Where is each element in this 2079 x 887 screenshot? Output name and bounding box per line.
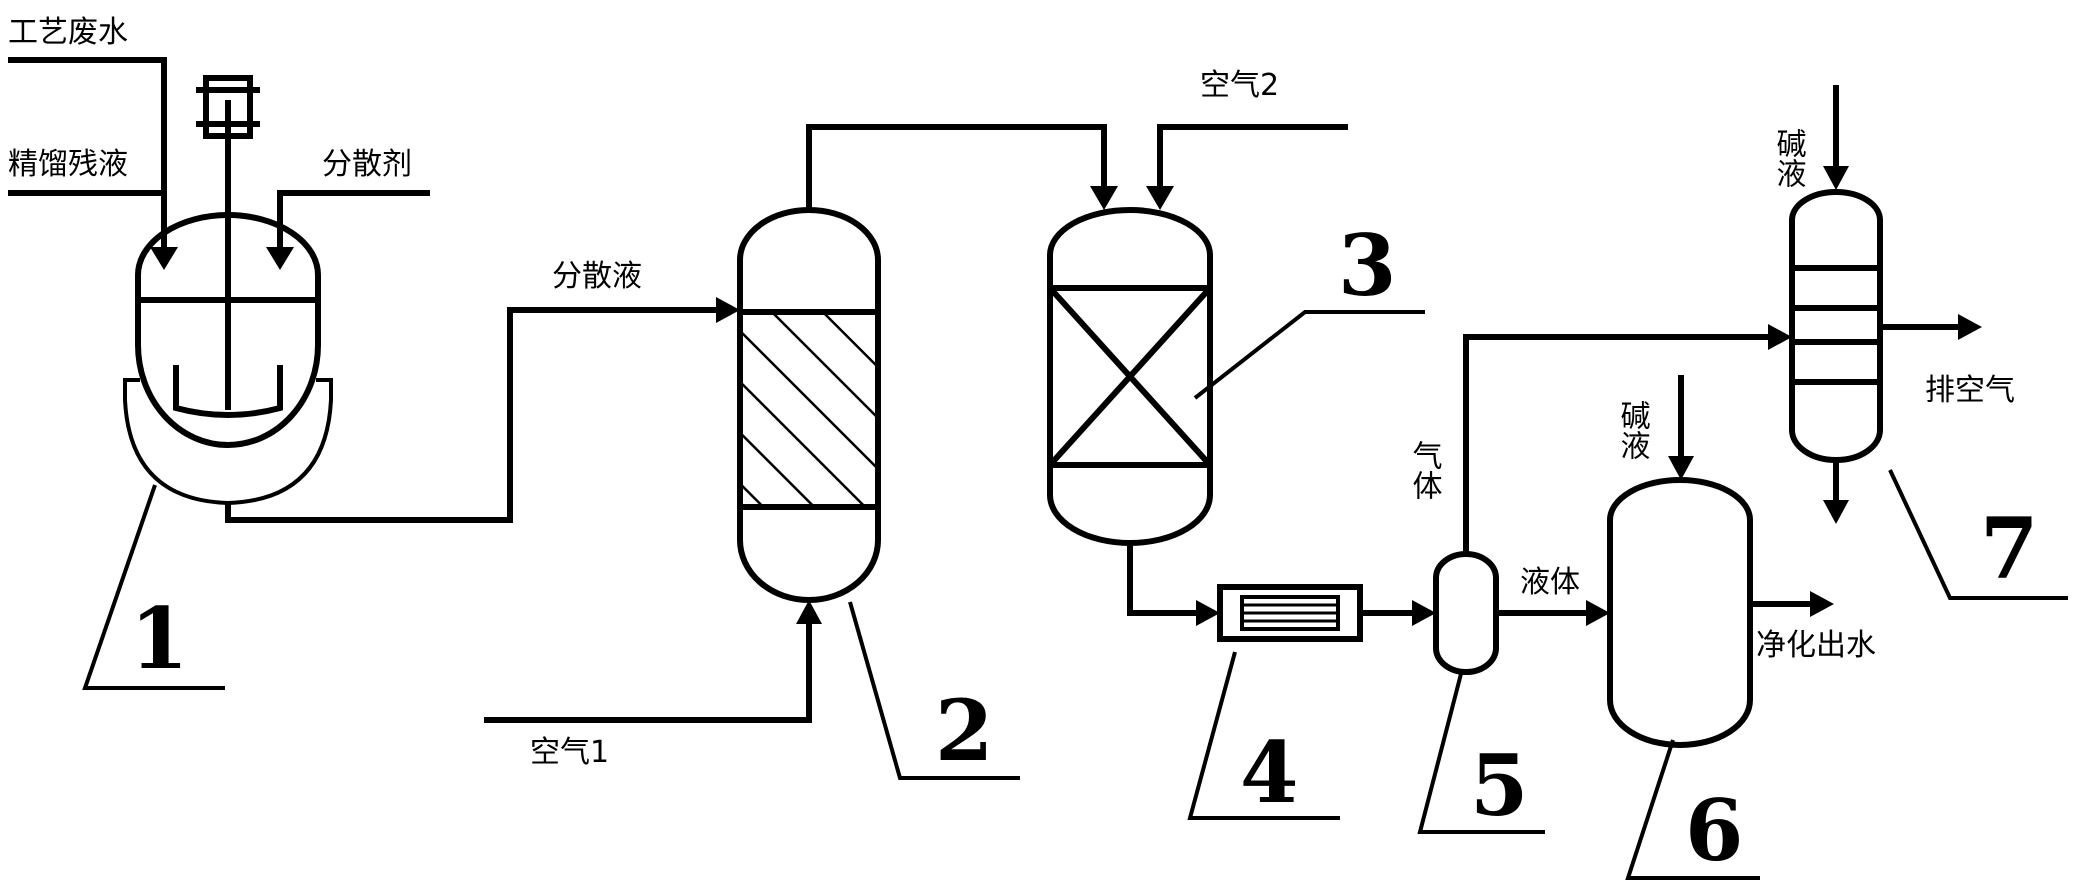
- line-alkali-to-tank6: [1668, 375, 1694, 480]
- stirrer-impeller: [173, 365, 283, 418]
- line-purified-water-out: [1750, 591, 1834, 617]
- heat-exchanger-4: [1217, 584, 1363, 642]
- label-alkali-top: 碱液: [1771, 128, 1807, 188]
- column-2: [737, 207, 881, 603]
- line-exhaust-air: [1880, 314, 1982, 340]
- label-dispersion-liquid: 分散液: [552, 259, 642, 294]
- part-number-2: 2: [935, 681, 993, 780]
- part-number-1: 1: [130, 589, 188, 688]
- scrubber-7: [1789, 189, 1883, 463]
- line-column2-to-column3: [806, 124, 1118, 210]
- label-purified-water-out: 净化出水: [1756, 628, 1876, 663]
- line-air-2: [1146, 124, 1348, 210]
- label-dispersant: 分散剂: [322, 147, 412, 182]
- stirrer-motor: [203, 75, 253, 139]
- label-air-2: 空气2: [1200, 68, 1279, 103]
- packing-bed: [740, 312, 878, 507]
- label-distillation-residue: 精馏残液: [8, 147, 128, 182]
- part-number-4: 4: [1240, 723, 1298, 822]
- feed-line-dispersant: [266, 190, 430, 270]
- label-exhaust-air: 排空气: [1925, 373, 2015, 408]
- leader-lines: [82, 310, 2068, 880]
- line-exchanger4-to-separator5: [1360, 600, 1436, 626]
- line-gas-to-scrubber7: [1463, 324, 1792, 554]
- column-3: [1047, 207, 1213, 546]
- reactor-vessel-1: [123, 75, 333, 506]
- line-column3-to-exchanger4: [1127, 543, 1220, 626]
- tank-6: [1607, 477, 1753, 748]
- separator-5: [1433, 551, 1499, 675]
- label-air-1: 空气1: [530, 735, 609, 770]
- label-liquid: 液体: [1520, 565, 1580, 600]
- label-alkali-mid: 碱液: [1615, 400, 1651, 460]
- line-alkali-to-scrubber7: [1823, 85, 1849, 190]
- part-number-6: 6: [1685, 781, 1743, 880]
- line-dispersion-liquid: [225, 297, 740, 523]
- part-number-5: 5: [1470, 736, 1528, 835]
- label-gas: 气体: [1407, 440, 1443, 500]
- part-number-3: 3: [1338, 216, 1396, 315]
- label-process-wastewater: 工艺废水: [8, 15, 128, 50]
- part-number-7: 7: [1980, 499, 2038, 598]
- line-scrubber7-bottom-outlet: [1823, 460, 1849, 524]
- line-liquid-to-tank6: [1496, 600, 1610, 626]
- line-air-1: [484, 600, 822, 723]
- feed-line-process-wastewater: [8, 57, 178, 270]
